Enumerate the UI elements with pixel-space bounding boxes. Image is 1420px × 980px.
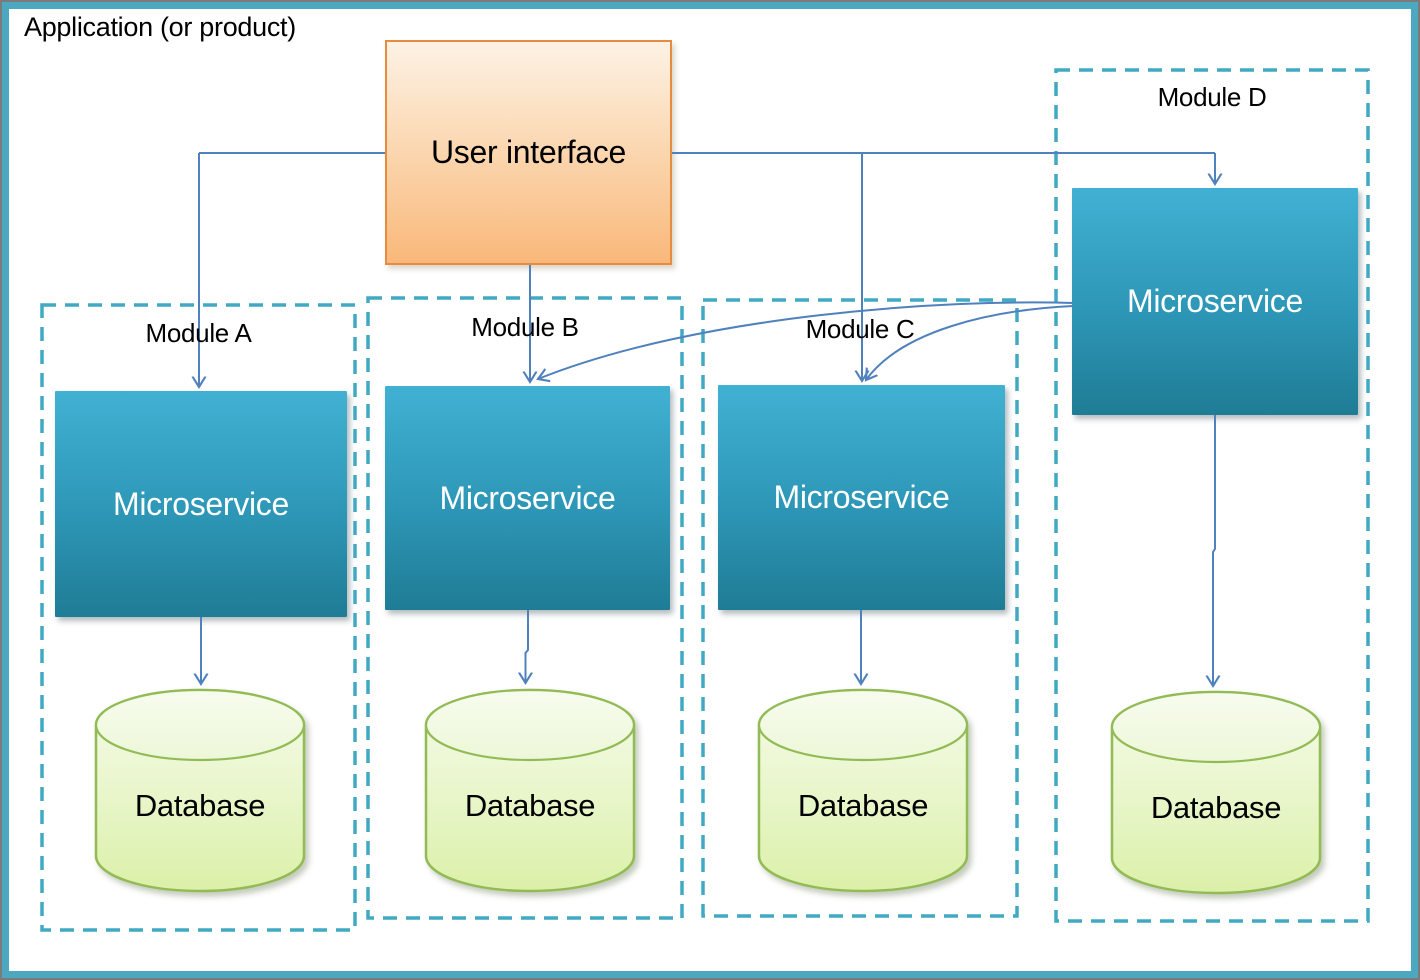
module-c-microservice-label: Microservice — [773, 479, 950, 515]
module-a-microservice-box: Microservice — [55, 391, 347, 617]
module-b-microservice-label: Microservice — [439, 479, 616, 516]
module-b-database-label: Database — [464, 788, 596, 823]
module-c-label: Module C — [805, 314, 915, 344]
module-a-label: Module A — [145, 318, 252, 348]
application-title: Application (or product) — [24, 12, 296, 42]
module-c-database-label: Database — [797, 788, 929, 823]
user-interface-label: User interface — [431, 134, 626, 170]
module-d-microservice-box: Microservice — [1072, 188, 1358, 415]
module-d-database-label: Database — [1150, 790, 1282, 825]
module-d-label: Module D — [1157, 82, 1267, 112]
module-d-microservice-label: Microservice — [1127, 283, 1303, 319]
module-a-database-label: Database — [134, 788, 266, 823]
module-b-label: Module B — [471, 312, 579, 342]
module-b-microservice-box: Microservice — [385, 386, 670, 610]
module-a-microservice-label: Microservice — [113, 485, 289, 522]
module-c-microservice-box: Microservice — [718, 385, 1005, 610]
user-interface-box: User interface — [385, 40, 672, 265]
